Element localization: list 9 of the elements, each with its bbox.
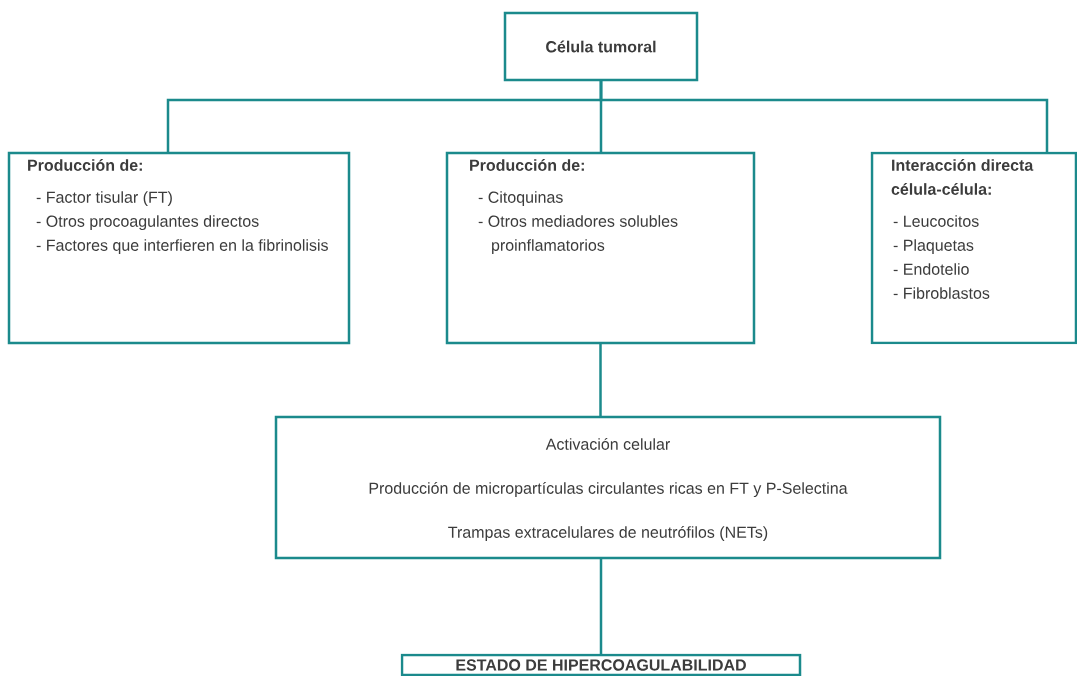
- connector-line: [599, 343, 602, 417]
- process-box: Producción de: - Citoquinas - Otros mediadores solubles proinflamatorios: [445, 151, 756, 345]
- connector-line: [599, 80, 1049, 153]
- process-box: Interacción directa célula-célula: - Leucocitos - Plaquetas - Endotelio - Fibroblastos: [870, 151, 1077, 345]
- process-box: Célula tumoral: [503, 11, 699, 82]
- connector-line: [599, 558, 603, 655]
- process-box: Activación celular Producción de micropartículas circulantes ricas en FT y P-Selectina Trampas extracelulares de neutrófilos (NETs): [274, 415, 942, 560]
- process-box: Producción de: - Factor tisular (FT) - Otros procoagulantes directos - Factores que interfieren en la fibrinolisis: [7, 151, 351, 345]
- process-box: ESTADO DE HIPERCOAGULABILIDAD: [400, 653, 802, 676]
